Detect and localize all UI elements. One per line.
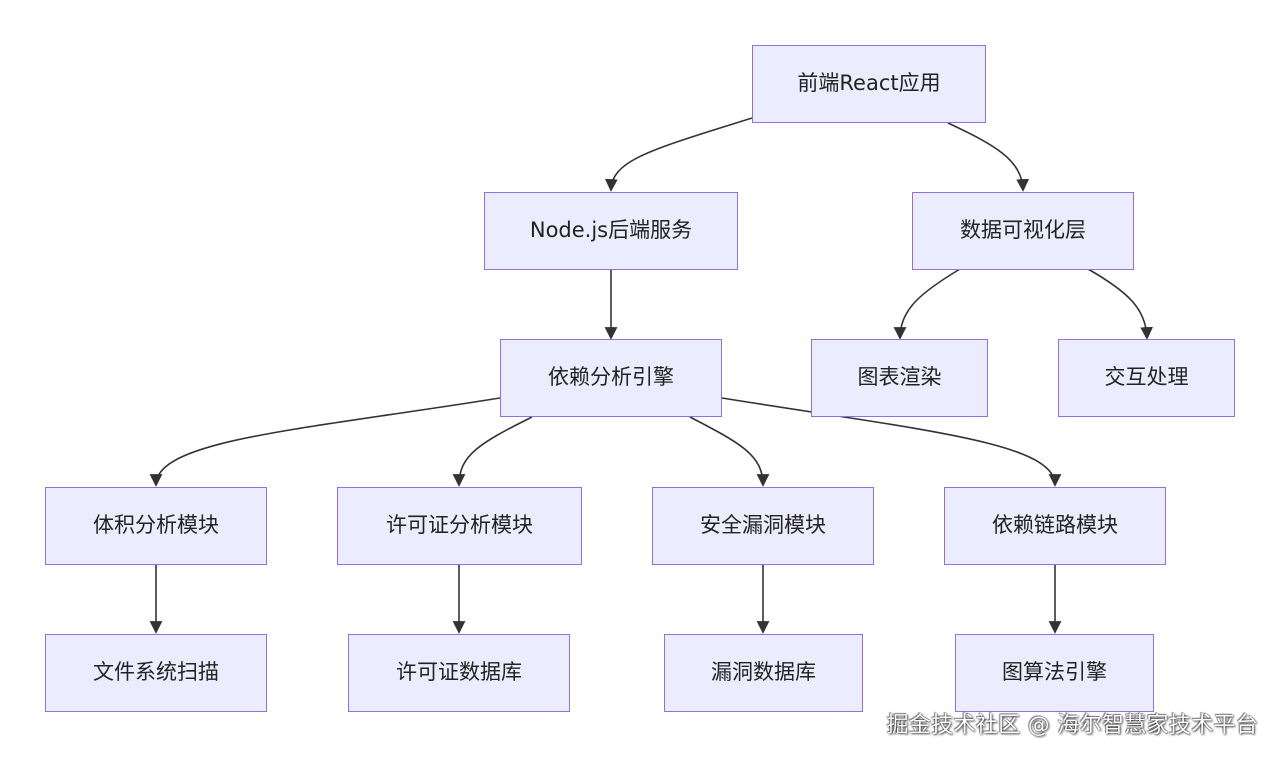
edge-engine-to-volume (149, 397, 501, 487)
node-volume-analysis: 体积分析模块 (45, 487, 267, 565)
node-frontend: 前端React应用 (752, 45, 986, 123)
node-graph-algorithm: 图算法引擎 (955, 634, 1154, 712)
node-filesystem-scan: 文件系统扫描 (45, 634, 267, 712)
watermark: 掘金技术社区 @ 海尔智慧家技术平台 (886, 713, 1258, 738)
node-security-vuln: 安全漏洞模块 (652, 487, 874, 565)
node-data-viz: 数据可视化层 (912, 192, 1134, 270)
edge-viz-to-chart (893, 268, 961, 340)
node-backend: Node.js后端服务 (484, 192, 738, 270)
node-chart-rendering: 图表渲染 (811, 339, 988, 417)
edge-frontend-to-viz (947, 122, 1030, 192)
node-license-db: 许可证数据库 (348, 634, 570, 712)
edge-frontend-to-backend (604, 117, 753, 192)
edge-engine-to-security (689, 416, 770, 487)
edge-engine-to-chain (721, 397, 1062, 487)
node-vuln-db: 漏洞数据库 (664, 634, 863, 712)
node-interaction: 交互处理 (1058, 339, 1235, 417)
edge-viz-to-interact (1087, 268, 1154, 340)
node-license-analysis: 许可证分析模块 (337, 487, 582, 565)
node-dependency-engine: 依赖分析引擎 (500, 339, 722, 417)
edge-engine-to-license (452, 416, 533, 487)
node-dependency-chain: 依赖链路模块 (944, 487, 1166, 565)
